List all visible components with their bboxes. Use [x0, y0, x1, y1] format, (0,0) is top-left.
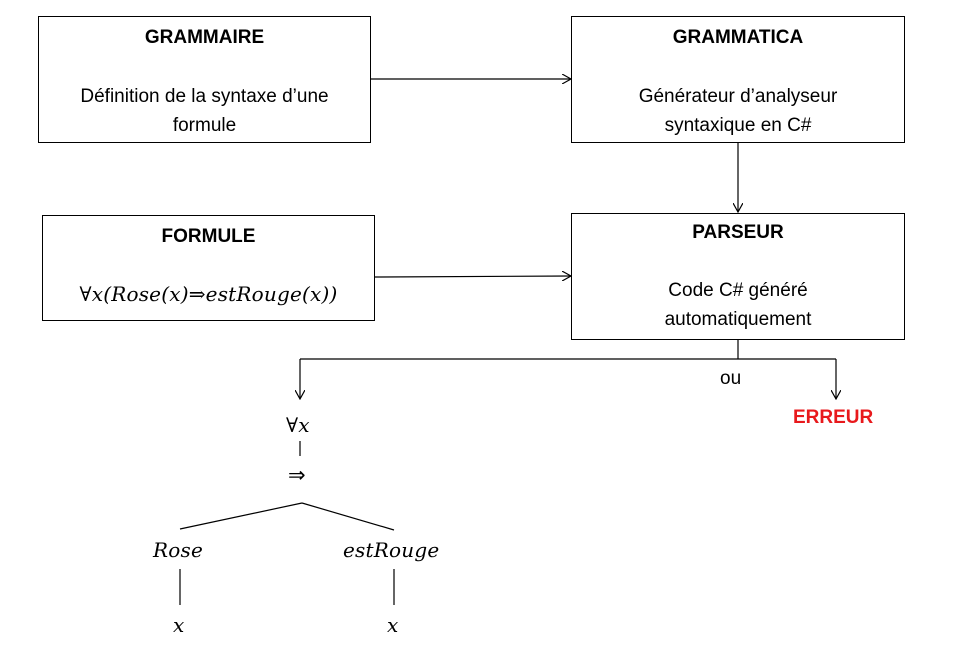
arrow-formule-to-parseur [374, 276, 571, 277]
grammaire-description-line1: Définition de la syntaxe d’une [80, 86, 329, 107]
formule-formula: ∀x(Rose(x)⇒estRouge(x)) [79, 282, 338, 306]
tree-leaf-x-right: x [387, 613, 399, 637]
parseur-description-line2: automatiquement [664, 309, 812, 330]
tree-implies-node: ⇒ [288, 463, 306, 487]
grammatica-description-line1: Générateur d’analyseur [638, 86, 838, 107]
grammaire-title: GRAMMAIRE [144, 27, 265, 48]
grammatica-description: Générateur d’analyseur syntaxique en C# [576, 82, 900, 140]
parseur-title: PARSEUR [692, 222, 784, 243]
grammaire-description: Définition de la syntaxe d’une formule [43, 82, 366, 140]
tree-edge-implies-estrouge [301, 502, 395, 531]
parseur-description: Code C# généré automatiquement [576, 276, 900, 334]
grammaire-box: GRAMMAIRE Définition de la syntaxe d’une… [38, 16, 371, 143]
or-label: ou [720, 368, 742, 389]
grammatica-title: GRAMMATICA [672, 27, 804, 48]
error-label: ERREUR [793, 407, 874, 428]
tree-leaf-x-left: x [173, 613, 185, 637]
grammaire-description-line2: formule [172, 115, 237, 136]
tree-predicate-estrouge: estRouge [343, 538, 440, 562]
tree-predicate-rose: Rose [153, 538, 203, 562]
parseur-box: PARSEUR Code C# généré automatiquement [571, 213, 905, 340]
grammatica-box: GRAMMATICA Générateur d’analyseur syntax… [571, 16, 905, 143]
tree-edge-implies-rose [179, 502, 303, 530]
formule-box: FORMULE ∀x(Rose(x)⇒estRouge(x)) [42, 215, 375, 321]
parseur-description-line1: Code C# généré [668, 280, 808, 301]
tree-root-forall: ∀x [286, 413, 310, 437]
formule-title: FORMULE [161, 226, 256, 247]
grammatica-description-line2: syntaxique en C# [664, 115, 812, 136]
